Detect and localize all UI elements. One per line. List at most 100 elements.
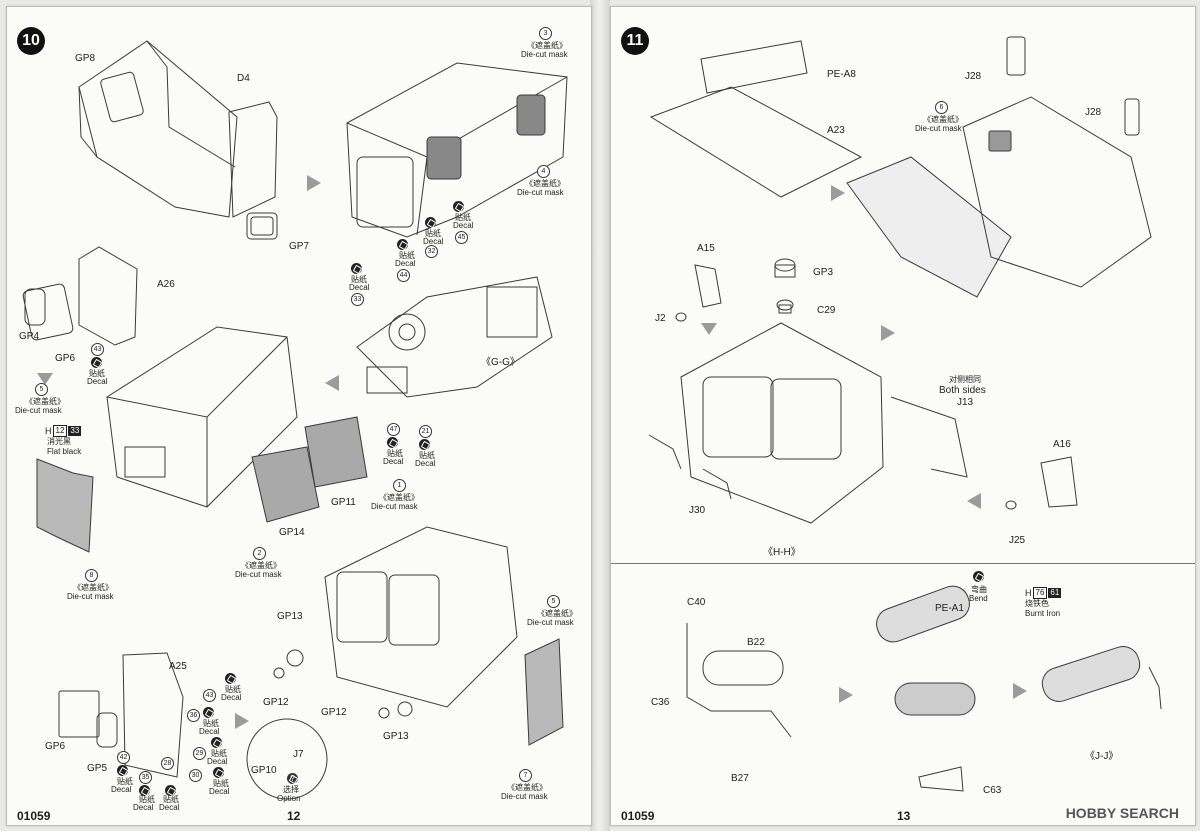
- part-label: GP6: [45, 741, 66, 752]
- decal-icon: [453, 201, 464, 212]
- part-label: GP10: [251, 765, 277, 776]
- decal-icon: [117, 765, 128, 776]
- step-arrow: [701, 323, 717, 335]
- part-label: PE-A1: [935, 603, 964, 614]
- part-label: GP13: [277, 611, 303, 622]
- part-label: A25: [169, 661, 187, 672]
- part-label: C29: [817, 305, 836, 316]
- part-label: C36: [651, 697, 670, 708]
- part-label: C63: [983, 785, 1002, 796]
- windscreen-gp14: [251, 446, 320, 523]
- part-label: PE-A8: [827, 69, 856, 80]
- paint-name: Burnt Iron: [1025, 609, 1061, 618]
- view-label: 《H-H》: [763, 547, 801, 558]
- part-label: B27: [731, 773, 749, 784]
- decal-icon: [351, 263, 362, 274]
- step-number: 10: [17, 27, 45, 55]
- paint-name: Flat black: [47, 447, 82, 456]
- decal-icon: [213, 767, 224, 778]
- step-arrow: [967, 493, 981, 509]
- page-number: 13: [897, 809, 911, 823]
- part-label: GP12: [263, 697, 289, 708]
- step-arrow: [881, 325, 895, 341]
- cab-interior-outline: [356, 276, 553, 398]
- decal-icon: [211, 737, 222, 748]
- decal-icon: [165, 785, 176, 796]
- catalog-number: 01059: [621, 809, 655, 823]
- part-label: GP14: [279, 527, 305, 538]
- part-label: B22: [747, 637, 765, 648]
- watermark-logo: HOBBY SEARCH: [1065, 805, 1179, 821]
- part-label: A15: [697, 243, 715, 254]
- cab-center-outline: [106, 326, 298, 508]
- decal-icon: [91, 357, 102, 368]
- assembly-drawing-left: [22, 40, 568, 800]
- door-painted: [36, 458, 94, 553]
- decal-icon: [203, 707, 214, 718]
- page-gutter: [590, 0, 610, 831]
- page-number: 12: [287, 809, 301, 823]
- step-arrow: [307, 175, 321, 191]
- step-arrow: [325, 375, 339, 391]
- decal-icon: [387, 437, 398, 448]
- part-label: J25: [1009, 535, 1026, 546]
- part-label: J30: [689, 505, 706, 516]
- option-detail-circle: [246, 718, 328, 800]
- paint-name-cn: 消光黑: [47, 437, 71, 446]
- part-label: J28: [1085, 107, 1102, 118]
- front-grille: [846, 156, 1012, 298]
- paint-name-cn: 烧铁色: [1025, 599, 1049, 608]
- part-label: GP8: [75, 53, 96, 64]
- catalog-number: 01059: [17, 809, 51, 823]
- door-a25: [122, 652, 184, 778]
- view-label: 《J-J》: [1085, 751, 1119, 762]
- decal-icon: [397, 239, 408, 250]
- cab-enclosed-outline: [346, 62, 568, 238]
- assembly-drawing-right: [648, 36, 1162, 792]
- windscreen-gp11: [304, 416, 368, 488]
- roof-panel-a23: [649, 86, 863, 198]
- bend-icon: [973, 571, 984, 582]
- cab-frame-outline: [78, 40, 238, 218]
- part-label: A26: [157, 279, 175, 290]
- step-arrow: [235, 713, 249, 729]
- cab-h-h: [680, 322, 884, 524]
- part-label: GP13: [383, 731, 409, 742]
- decal-icon: [139, 785, 150, 796]
- part-a16: [1040, 456, 1078, 508]
- step-arrow: [831, 185, 845, 201]
- decal-icon: [425, 217, 436, 228]
- part-label: J13: [957, 397, 974, 408]
- part-label: J28: [965, 71, 982, 82]
- pe-a8-grille: [700, 40, 808, 94]
- step-arrow: [839, 687, 853, 703]
- part-label: GP3: [813, 267, 834, 278]
- part-label: GP12: [321, 707, 347, 718]
- instruction-page-right: 11: [610, 6, 1196, 826]
- part-label: GP5: [87, 763, 108, 774]
- cab-final-outline: [324, 526, 518, 708]
- view-label: 《G-G》: [481, 357, 520, 368]
- part-label: GP7: [289, 241, 310, 252]
- part-label: J2: [655, 313, 666, 324]
- part-label: GP6: [55, 353, 76, 364]
- part-label: A23: [827, 125, 845, 136]
- step-arrow: [1013, 683, 1027, 699]
- part-label: J7: [293, 749, 304, 760]
- instruction-page-left: 10: [6, 6, 592, 826]
- door-a26: [78, 246, 138, 346]
- part-label: C40: [687, 597, 706, 608]
- muffler-b22: [702, 650, 784, 686]
- part-label: GP11: [331, 497, 356, 508]
- part-label: GP4: [19, 331, 40, 342]
- part-a15: [694, 264, 722, 308]
- decal-icon: [419, 439, 430, 450]
- part-label: D4: [237, 73, 250, 84]
- step-arrow: [37, 373, 53, 385]
- part-label: A16: [1053, 439, 1071, 450]
- step-number: 11: [621, 27, 649, 55]
- section-divider: [611, 563, 1195, 564]
- decal-icon: [225, 673, 236, 684]
